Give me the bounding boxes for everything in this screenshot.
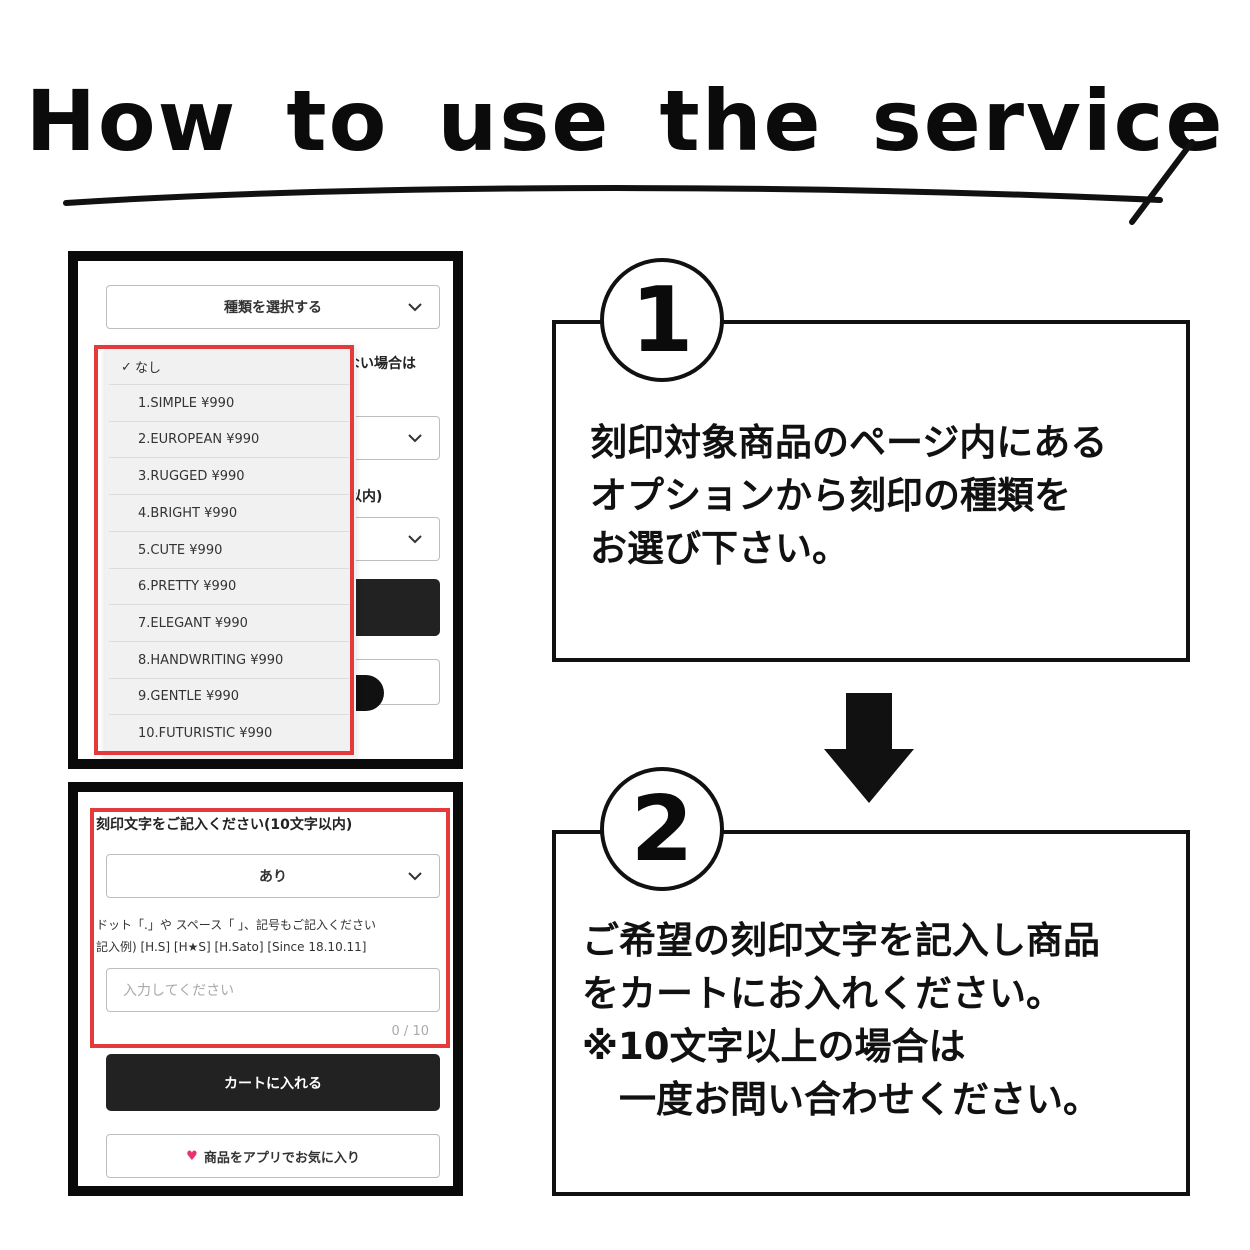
highlight-frame xyxy=(90,808,450,1048)
step-2-number: 2 xyxy=(600,767,724,891)
dropdown-option-label: 2.EUROPEAN ¥990 xyxy=(138,432,260,448)
step-text-line: ※10文字以上の場合は xyxy=(582,1025,966,1068)
step-text-line: お選び下さい。 xyxy=(590,527,849,570)
engraving-text-label: 刻印文字をご記入ください(10文字以内) xyxy=(96,817,353,833)
step-2-text: ご希望の刻印文字を記入し商品 をカートにお入れください。 ※10文字以上の場合は… xyxy=(582,914,1100,1126)
favorite-label: 商品をアプリでお気に入り xyxy=(203,1150,360,1166)
step-text-line: 一度お問い合わせください。 xyxy=(582,1078,1100,1121)
hint-text: ドット「.」や スペース「 」、記号もご記入ください xyxy=(96,918,377,932)
dropdown-option[interactable]: ✓なし xyxy=(109,349,349,385)
dropdown-option[interactable]: 7.ELEGANT ¥990 xyxy=(109,606,349,642)
highlight-frame xyxy=(94,345,354,755)
favorite-button[interactable]: ♥ 商品をアプリでお気に入り xyxy=(106,1134,440,1178)
step-2-box xyxy=(552,830,1190,1196)
dropdown-option[interactable]: 5.CUTE ¥990 xyxy=(109,533,349,569)
add-to-cart-button[interactable]: カートに入れる xyxy=(106,1054,440,1111)
dropdown-option-label: なし xyxy=(135,361,162,376)
dropdown-option-label: 10.FUTURISTIC ¥990 xyxy=(138,726,273,741)
title-underline xyxy=(63,139,1195,225)
dropdown-option[interactable]: 4.BRIGHT ¥990 xyxy=(109,496,349,532)
check-icon: ✓ xyxy=(121,359,132,375)
chevron-down-icon xyxy=(408,872,422,881)
example-text: 記入例) [H.S] [H★S] [H.Sato] [Since 18.10.1… xyxy=(96,940,367,954)
dropdown-option[interactable]: 9.GENTLE ¥990 xyxy=(109,679,349,716)
engraving-text-input[interactable]: 入力してください xyxy=(106,968,440,1012)
chevron-down-icon xyxy=(408,535,422,544)
dropdown-option[interactable]: 6.PRETTY ¥990 xyxy=(109,569,349,606)
chevron-down-icon xyxy=(408,434,422,443)
dropdown-option-label: 1.SIMPLE ¥990 xyxy=(138,395,235,411)
dropdown-option-label: 7.ELEGANT ¥990 xyxy=(138,615,248,631)
step-text-line: 刻印対象商品のページ内にある xyxy=(590,421,1108,464)
dropdown-option-label: 3.RUGGED ¥990 xyxy=(138,469,245,485)
dropdown-option[interactable]: 1.SIMPLE ¥990 xyxy=(109,386,349,422)
chevron-down-icon xyxy=(408,303,422,312)
dropdown-option[interactable]: 3.RUGGED ¥990 xyxy=(109,459,349,496)
dropdown-option[interactable]: 8.HANDWRITING ¥990 xyxy=(109,643,349,679)
dropdown-option-label: 9.GENTLE ¥990 xyxy=(138,689,240,705)
engraving-yes-select[interactable]: あり xyxy=(106,854,440,898)
engraving-type-dropdown[interactable]: ✓なし 1.SIMPLE ¥990 2.EUROPEAN ¥990 3.RUGGED … xyxy=(105,347,356,759)
page-title: How to use the service xyxy=(25,72,1225,170)
step-1-number: 1 xyxy=(600,258,724,382)
select-value: あり xyxy=(259,869,287,885)
screenshot-option-select: 種類を選択する ない場合は 以内) ✓なし 1.SIMPLE ¥990 2.EURO… xyxy=(68,251,463,769)
dropdown-option-label: 6.PRETTY ¥990 xyxy=(138,579,237,595)
type-select-label: 種類を選択する xyxy=(224,300,322,316)
dropdown-option-label: 5.CUTE ¥990 xyxy=(138,542,223,558)
heart-icon: ♥ xyxy=(186,1148,198,1164)
background-label: ない場合は xyxy=(346,356,416,372)
step-1-text: 刻印対象商品のページ内にある オプションから刻印の種類を お選び下さい。 xyxy=(590,416,1107,575)
dropdown-option-label: 4.BRIGHT ¥990 xyxy=(138,505,238,521)
dropdown-option[interactable]: 2.EUROPEAN ¥990 xyxy=(109,422,349,459)
dropdown-option-label: 8.HANDWRITING ¥990 xyxy=(138,652,284,668)
char-counter: 0 / 10 xyxy=(391,1024,429,1039)
step-text-line: ご希望の刻印文字を記入し商品 xyxy=(582,919,1100,962)
screenshot-text-input: 刻印文字をご記入ください(10文字以内) あり ドット「.」や スペース「 」、… xyxy=(68,782,463,1196)
background-label: 以内) xyxy=(348,489,383,505)
step-text-line: オプションから刻印の種類を xyxy=(590,474,1071,517)
step-text-line: をカートにお入れください。 xyxy=(582,972,1063,1015)
down-arrow-icon xyxy=(824,693,914,803)
engraving-type-select[interactable]: 種類を選択する xyxy=(106,285,440,329)
